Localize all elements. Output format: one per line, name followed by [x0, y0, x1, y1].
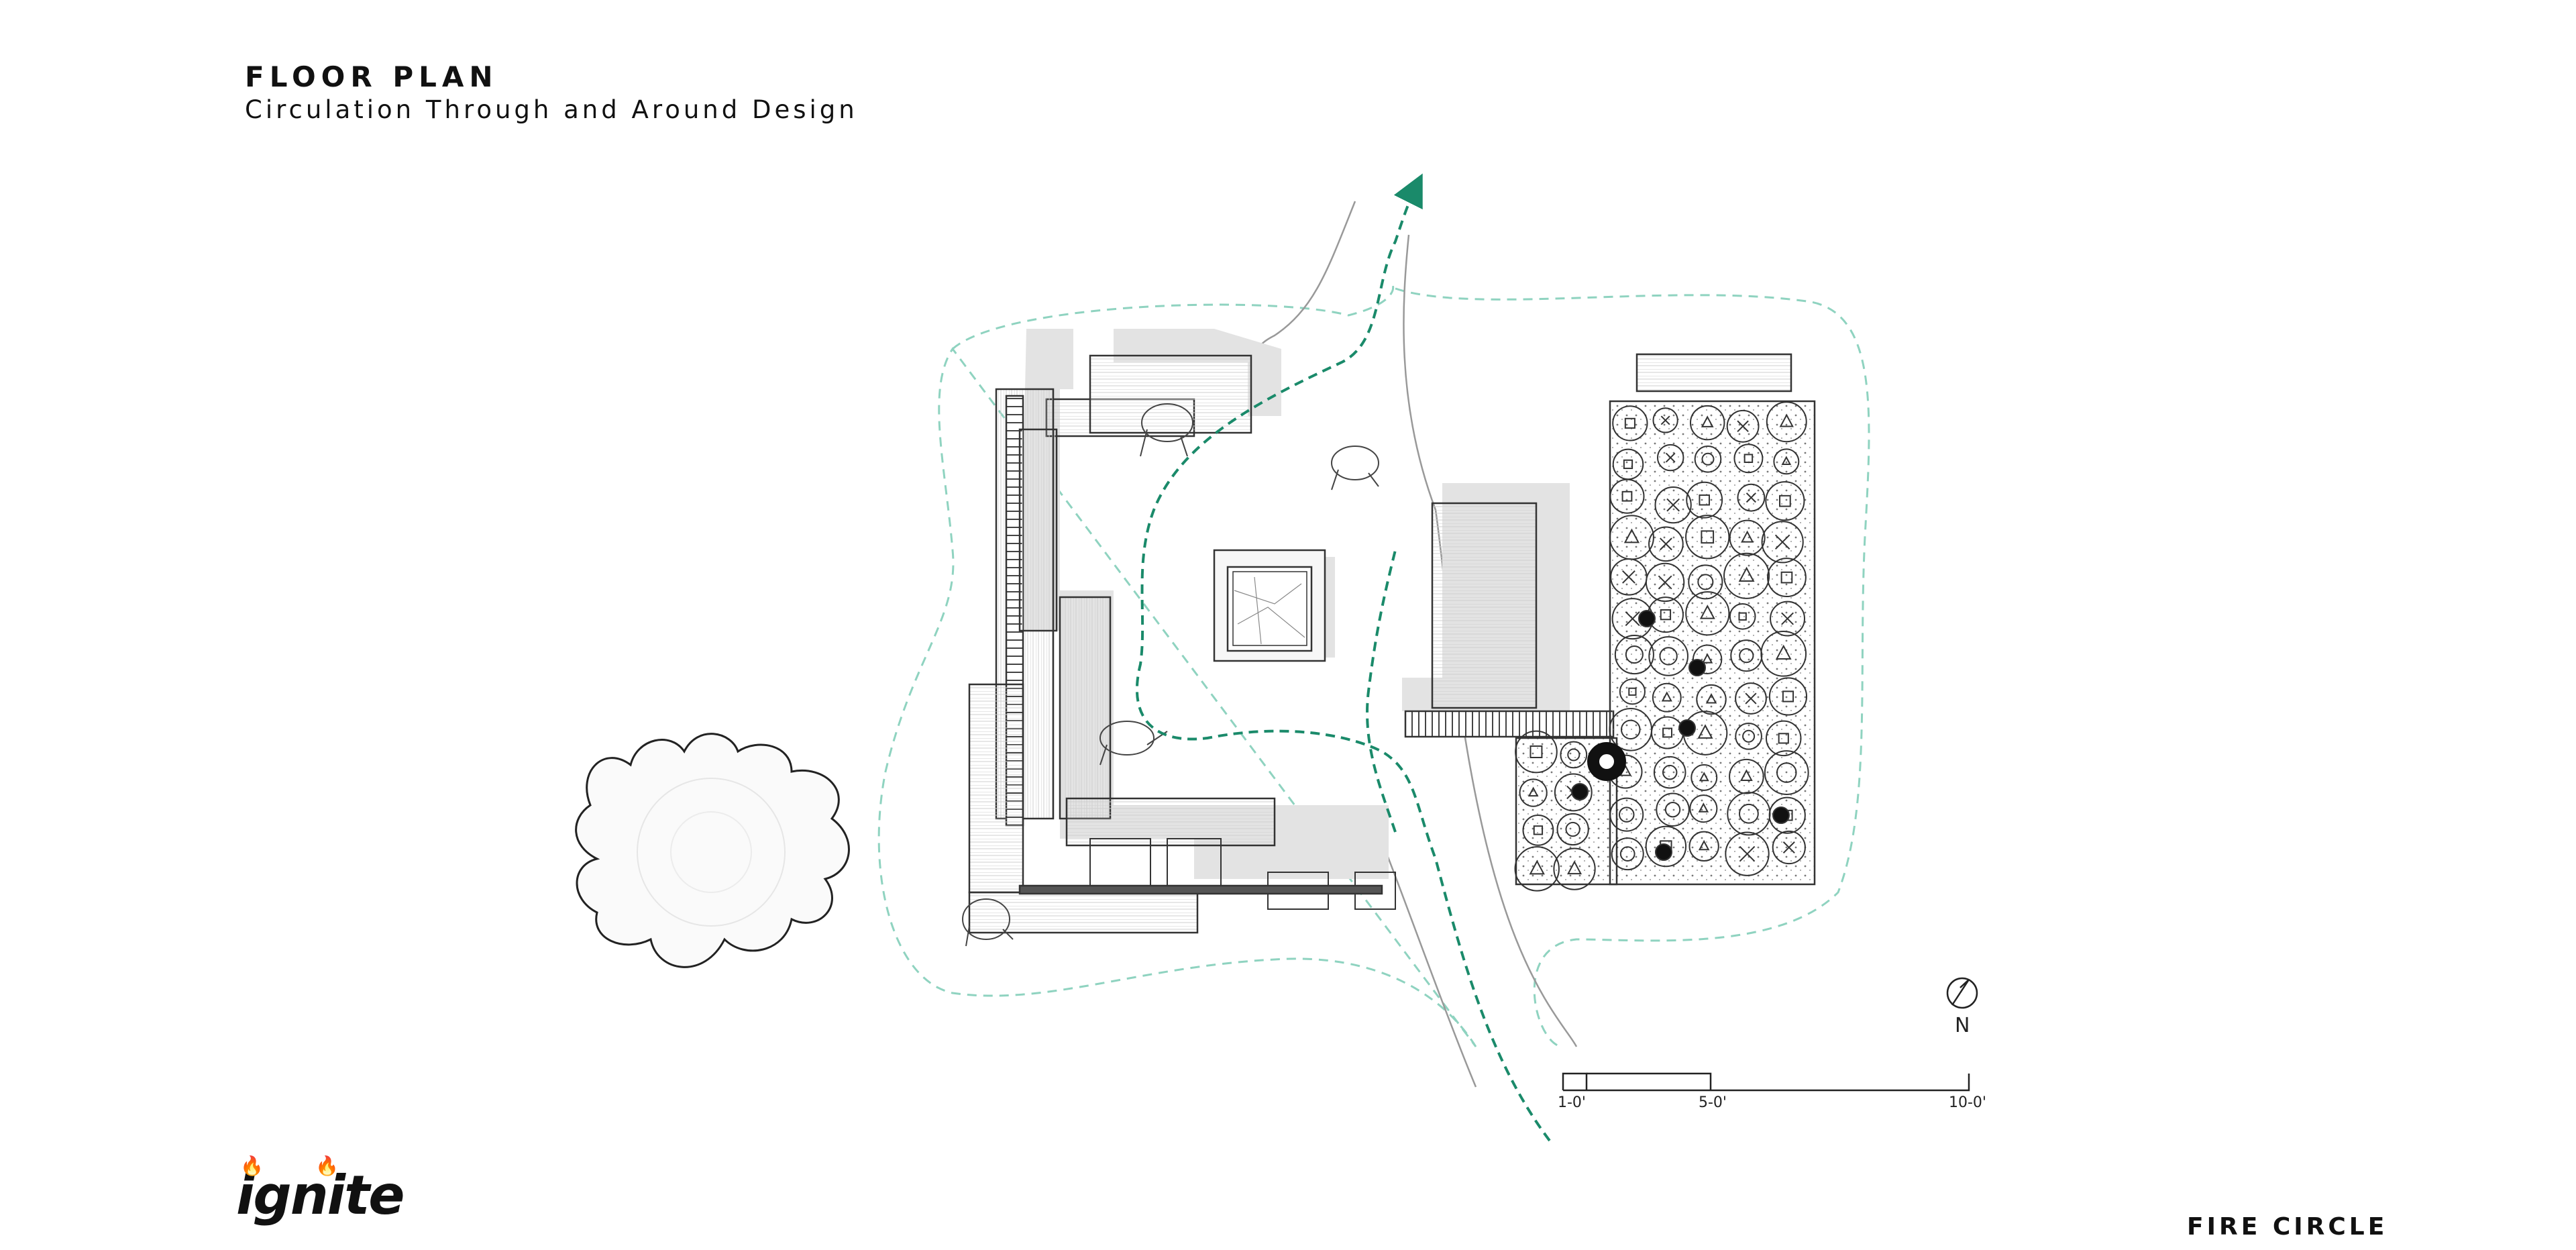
site-line-lower [1374, 825, 1477, 1088]
outer-circulation-boundary [877, 280, 1870, 1048]
circulation-path [1136, 173, 1551, 1142]
page-title: FLOOR PLAN [245, 60, 498, 93]
ignite-logo: 🔥 🔥 ignite [236, 1155, 405, 1227]
scale-label-1: 1-0' [1558, 1094, 1586, 1111]
central-pavilion [1213, 549, 1326, 662]
site-line-left [1253, 201, 1356, 363]
flame-icon: 🔥 [315, 1155, 339, 1177]
scale-label-5: 5-0' [1699, 1094, 1727, 1111]
scale-label-10: 10-0' [1949, 1094, 1986, 1111]
flame-icon: 🔥 [240, 1155, 264, 1177]
circulation-path-branch [1366, 550, 1397, 833]
people-figures [962, 403, 1379, 947]
fire-circle-plaza [1514, 400, 1816, 892]
page-subtitle: Circulation Through and Around Design [245, 95, 858, 124]
building-west-wing [968, 354, 1396, 934]
north-arrow: N [1946, 977, 1978, 1037]
project-name: FIRE CIRCLE [2187, 1213, 2388, 1241]
scale-bar [1562, 1072, 1970, 1092]
building-east-pavilion [1404, 353, 1792, 738]
tree [575, 733, 850, 968]
logo-text: ignite [236, 1164, 405, 1227]
north-label: N [1955, 1014, 1970, 1037]
